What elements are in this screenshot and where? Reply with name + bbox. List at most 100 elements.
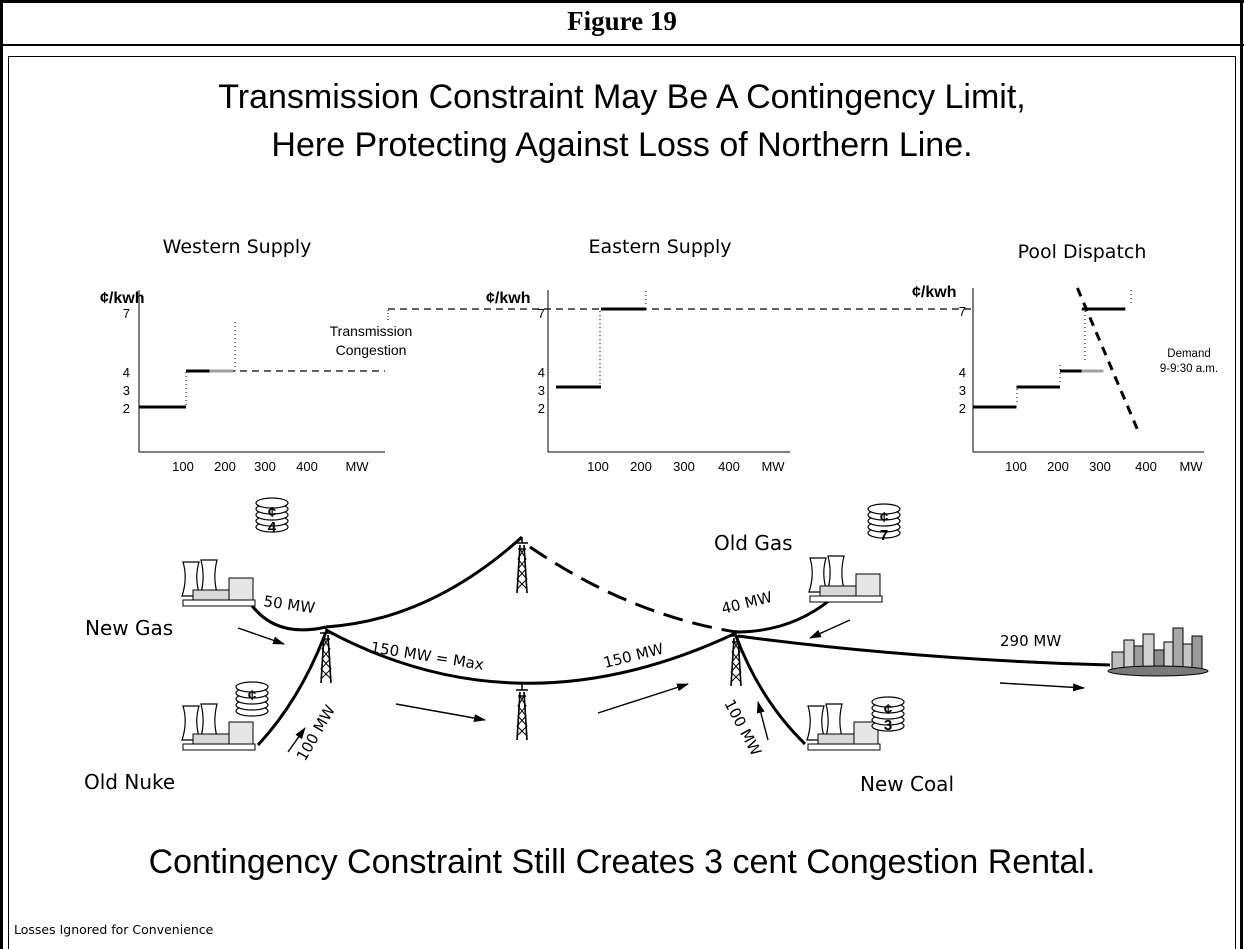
new-gas-plant-icon	[181, 559, 256, 607]
south-line-arrow-1	[395, 703, 486, 722]
western-ytick-4: 4	[123, 365, 130, 380]
congestion-label-1: Transmission	[330, 323, 413, 339]
node-label-old-gas: Old Gas	[714, 531, 793, 555]
frame-right-border	[1240, 0, 1243, 949]
pool-ytick-4: 4	[959, 365, 966, 380]
new-coal-feed	[734, 635, 807, 746]
header-divider	[0, 44, 1244, 46]
eastern-xtick-300: 300	[673, 459, 695, 474]
conclusion-text: Contingency Constraint Still Creates 3 c…	[148, 843, 1096, 881]
western-xtick-100: 100	[172, 459, 194, 474]
eastern-chart-title: Eastern Supply	[589, 236, 732, 258]
title-line-1: Transmission Constraint May Be A Conting…	[218, 78, 1026, 116]
new-gas-coin-symbol: ¢	[268, 504, 276, 521]
transmission-network	[243, 535, 1111, 747]
old-gas-plant-icon	[808, 555, 883, 603]
old-nuke-coin-icon: ¢	[235, 681, 269, 717]
western-chart-title: Western Supply	[163, 236, 312, 258]
eastern-xtick-200: 200	[630, 459, 652, 474]
flow-label-south-line: 150 MW = Max	[369, 638, 485, 674]
old-gas-arrow	[809, 619, 851, 639]
western-ytick-2: 2	[123, 401, 130, 416]
flow-label-city: 290 MW	[1000, 632, 1061, 650]
new-gas-arrow	[237, 627, 285, 645]
eastern-xtick-100: 100	[587, 459, 609, 474]
new-coal-coin-symbol: ¢	[884, 701, 892, 718]
new-coal-plant-icon	[806, 703, 881, 751]
old-nuke-feed	[256, 631, 328, 747]
pool-demand-curve	[1076, 287, 1140, 433]
old-nuke-arrow	[287, 727, 306, 753]
pool-ytick-7: 7	[959, 304, 966, 319]
western-supply-marks	[139, 369, 233, 409]
western-xtick-200: 200	[214, 459, 236, 474]
pool-xtick-300: 300	[1089, 459, 1111, 474]
pool-x-unit: MW	[1179, 459, 1203, 474]
old-gas-coin-symbol: ¢	[880, 509, 888, 526]
western-ytick-7: 7	[123, 306, 130, 321]
flow-label-old-nuke: 100 MW	[293, 702, 339, 764]
frame-top-border	[0, 0, 1244, 3]
demand-label-1: Demand	[1167, 348, 1210, 360]
eastern-xtick-400: 400	[718, 459, 740, 474]
new-coal-coin-icon: ¢ 3	[871, 696, 905, 734]
western-x-unit: MW	[345, 459, 369, 474]
flow-label-old-gas: 40 MW	[720, 588, 775, 618]
old-nuke-coin-symbol: ¢	[248, 687, 256, 704]
title-line-2: Here Protecting Against Loss of Northern…	[271, 126, 973, 164]
eastern-supply-marks	[556, 307, 646, 389]
figure-label: Figure 19	[567, 6, 677, 36]
flow-label-new-gas: 50 MW	[262, 592, 316, 617]
north-line-west	[325, 535, 524, 629]
pool-chart-title: Pool Dispatch	[1018, 241, 1147, 263]
pool-ytick-2: 2	[959, 401, 966, 416]
new-gas-coin-icon: ¢ 4	[255, 497, 289, 536]
pool-y-unit: ¢/kwh	[912, 284, 956, 301]
frame-left-border	[0, 0, 3, 949]
demand-label-2: 9-9:30 a.m.	[1160, 363, 1218, 375]
inner-left-border	[8, 56, 9, 949]
inner-top-border	[8, 56, 1236, 57]
old-gas-feed	[735, 598, 831, 634]
city-arrow	[999, 682, 1085, 692]
node-label-old-nuke: Old Nuke	[84, 770, 175, 794]
western-y-unit: ¢/kwh	[100, 290, 144, 307]
south-line	[325, 628, 737, 685]
flow-label-south-line-2: 150 MW	[602, 640, 666, 672]
eastern-ytick-7: 7	[538, 306, 545, 321]
tower-south-icon	[515, 683, 529, 741]
pool-chart: ¢/kwh 7 4 3 2 100 200 300 400 MW Demand …	[912, 284, 1218, 474]
node-label-new-coal: New Coal	[860, 772, 954, 796]
new-coal-coin-price: 3	[884, 717, 892, 734]
city-feed	[737, 634, 1111, 667]
node-label-new-gas: New Gas	[85, 616, 173, 640]
tower-north-icon	[515, 536, 529, 594]
pool-xtick-400: 400	[1135, 459, 1157, 474]
congestion-label-2: Congestion	[336, 342, 407, 358]
old-gas-coin-price: 7	[880, 527, 888, 544]
pool-supply-marks	[973, 287, 1140, 433]
pool-ytick-3: 3	[959, 383, 966, 398]
eastern-ytick-3: 3	[538, 383, 545, 398]
new-coal-arrow	[756, 701, 769, 741]
western-chart: ¢/kwh 7 4 3 2 100 200 300 400 MW	[100, 290, 385, 474]
eastern-ytick-4: 4	[538, 365, 545, 380]
western-xtick-300: 300	[254, 459, 276, 474]
eastern-y-unit: ¢/kwh	[486, 290, 530, 307]
western-xtick-400: 400	[296, 459, 318, 474]
north-line-east-outaged	[529, 545, 737, 634]
eastern-chart: ¢/kwh 7 4 3 2 100 200 300 400 MW	[486, 290, 790, 474]
eastern-ytick-2: 2	[538, 401, 545, 416]
western-ytick-3: 3	[123, 383, 130, 398]
pool-xtick-200: 200	[1047, 459, 1069, 474]
inner-right-border	[1235, 56, 1236, 949]
south-line-arrow-2	[597, 683, 689, 714]
city-icon	[1107, 627, 1209, 677]
old-gas-coin-icon: ¢ 7	[867, 503, 901, 544]
new-gas-coin-price: 4	[268, 519, 277, 536]
eastern-x-unit: MW	[761, 459, 785, 474]
footnote-text: Losses Ignored for Convenience	[14, 922, 214, 937]
pool-xtick-100: 100	[1005, 459, 1027, 474]
